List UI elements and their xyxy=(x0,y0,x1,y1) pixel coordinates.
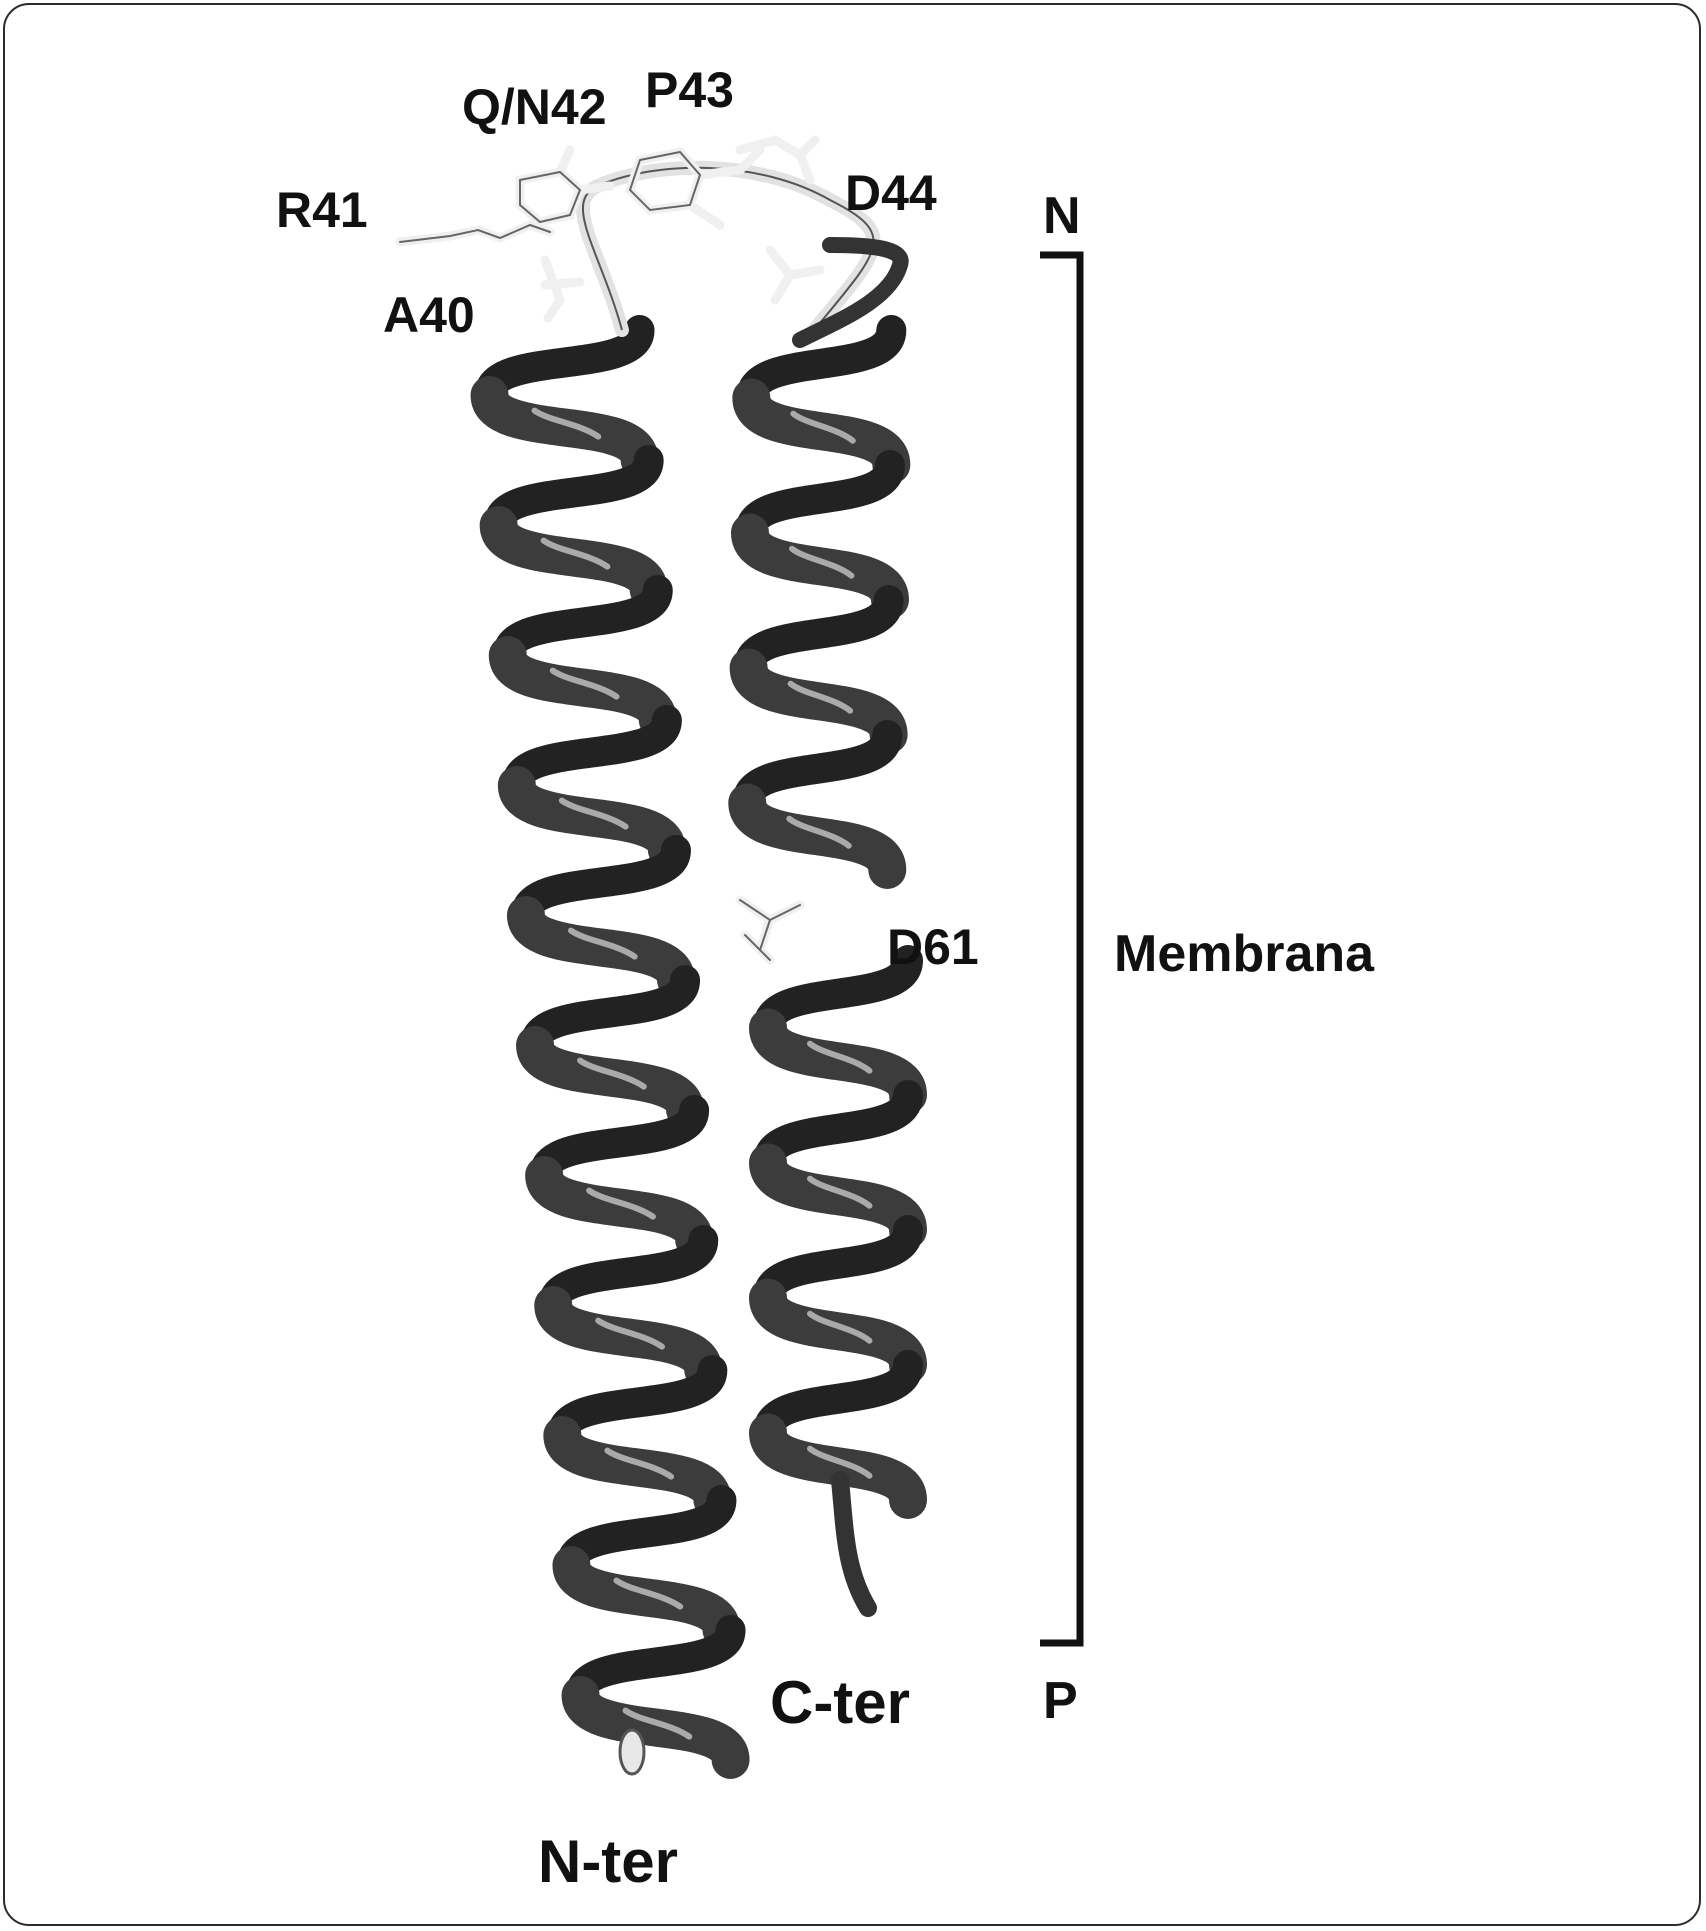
c-ter-helix-upper-turn-front xyxy=(749,668,889,736)
n-ter-helix-turn-front xyxy=(508,655,658,720)
c-ter-tail xyxy=(840,1480,868,1608)
residue-label-r41: R41 xyxy=(276,185,368,235)
residue-label-d61: D61 xyxy=(887,922,979,972)
n-ter-helix-turn-front xyxy=(571,1565,721,1630)
n-ter-helix-turn-back xyxy=(544,1110,694,1175)
n-ter-helix-turn-front xyxy=(581,1695,731,1760)
c-ter-helix-upper-turn-front xyxy=(750,533,890,601)
n-ter-helix-turn-back xyxy=(562,1370,712,1435)
n-ter-helix-turn-front xyxy=(535,1045,685,1110)
c-ter-helix-lower-turn-back xyxy=(768,1230,908,1298)
n-ter-helix-turn-front xyxy=(517,785,667,850)
n-ter-helix-turn-back xyxy=(553,1240,703,1305)
membrane-side-p: P xyxy=(1043,1675,1078,1727)
c-ter-helix-upper-turn-back xyxy=(747,735,887,803)
n-ter-helix-turn-back xyxy=(517,720,667,785)
n-ter-helix-turn-front xyxy=(490,395,640,460)
c-ter-helix-upper-turn-front xyxy=(747,803,887,871)
n-ter-helix-turn-front xyxy=(553,1305,703,1370)
n-ter-helix xyxy=(490,330,731,1760)
membrane-bracket xyxy=(1040,255,1080,1643)
n-ter-helix-turn-back xyxy=(571,1500,721,1565)
c-ter-helix-upper-turn-front xyxy=(751,398,891,466)
c-ter-helix-lower-turn-front xyxy=(768,1163,908,1231)
n-ter-helix-turn-front xyxy=(526,915,676,980)
c-ter-helix-lower-turn-back xyxy=(768,1095,908,1163)
n-ter-helix-turn-back xyxy=(526,850,676,915)
residue-label-qn42: Q/N42 xyxy=(462,82,607,132)
c-ter-helix-upper-turn-back xyxy=(750,465,890,533)
c-ter-helix-lower-turn-back xyxy=(768,1365,908,1433)
membrane-label: Membrana xyxy=(1114,928,1374,980)
residue-label-d44: D44 xyxy=(845,168,937,218)
n-ter-helix-turn-back xyxy=(581,1630,731,1695)
n-ter-helix-turn-front xyxy=(499,525,649,590)
n-ter-helix-turn-front xyxy=(544,1175,694,1240)
residue-label-a40: A40 xyxy=(383,290,475,340)
n-ter-helix-turn-back xyxy=(535,980,685,1045)
n-ter-helix-turn-front xyxy=(562,1435,712,1500)
n-ter-helix-turn-back xyxy=(490,330,640,395)
n-ter-helix-turn-back xyxy=(499,460,649,525)
c-ter-helix-upper-turn-back xyxy=(749,600,889,668)
n-ter-helix-turn-back xyxy=(508,590,658,655)
c-ter-helix-lower-turn-front xyxy=(768,1298,908,1366)
c-ter-helix-upper-turn-back xyxy=(751,330,891,398)
membrane-side-n: N xyxy=(1043,190,1081,242)
c-ter-label: C-ter xyxy=(770,1673,910,1733)
n-ter-label: N-ter xyxy=(538,1832,678,1892)
n-ter-cap xyxy=(620,1730,644,1774)
c-ter-helix-lower-turn-front xyxy=(768,1028,908,1096)
residue-label-p43: P43 xyxy=(645,65,734,115)
